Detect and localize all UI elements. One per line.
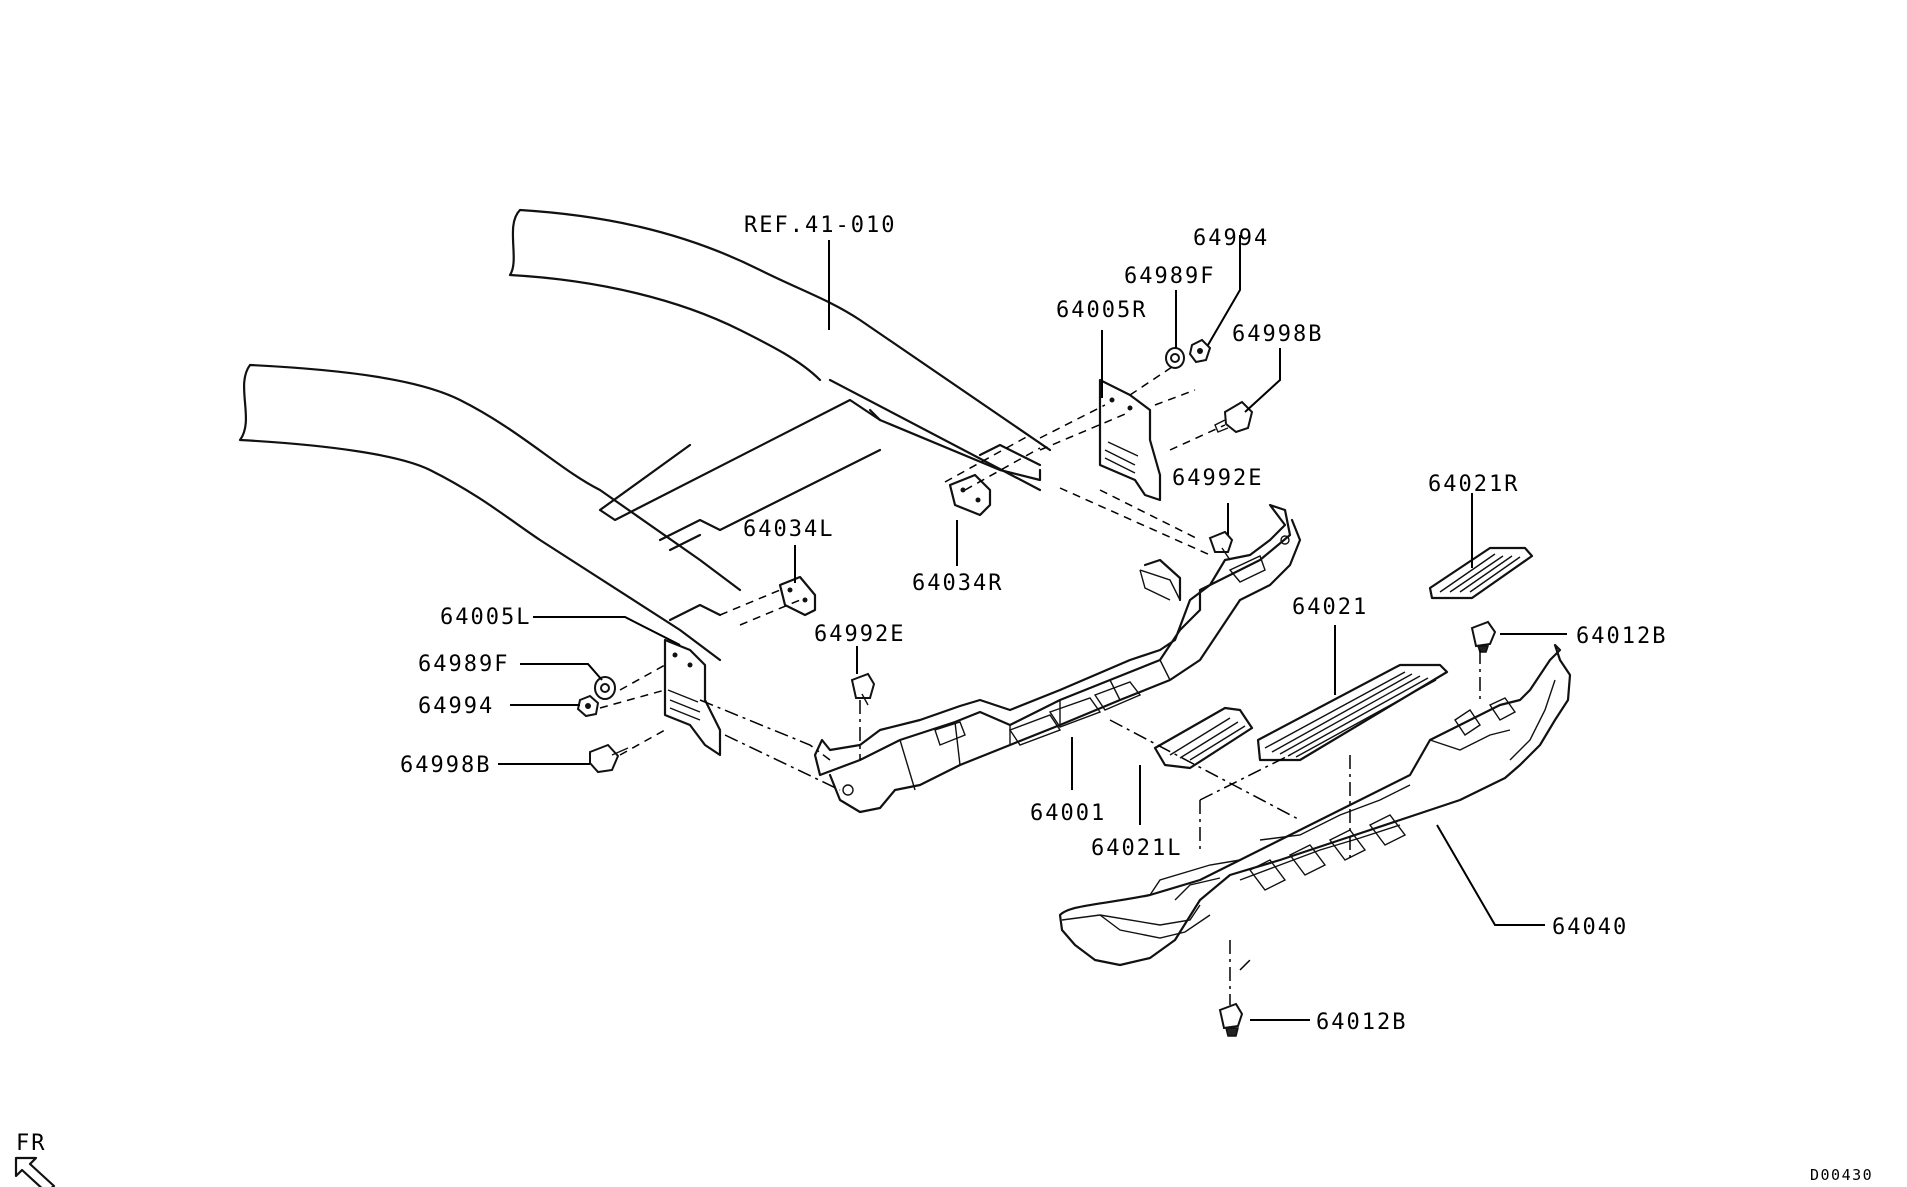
label-64021l: 64021L [1091, 836, 1182, 861]
clips-64012b [1218, 620, 1497, 1037]
step-pad-64021 [1256, 663, 1449, 762]
leader-lines [498, 235, 1567, 1021]
construction-lines [599, 364, 1481, 1005]
label-64012b-top: 64012B [1576, 624, 1667, 649]
label-64989f-left: 64989F [418, 652, 509, 677]
label-64998b-left: 64998B [400, 753, 491, 778]
fr-label: FR [16, 1131, 47, 1156]
label-64005l: 64005L [440, 605, 531, 630]
part-labels: REF.41-010 64994 64989F 64005R 64998B 64… [400, 213, 1667, 1035]
label-64992e-right: 64992E [1172, 466, 1263, 491]
label-64012b-bottom: 64012B [1316, 1010, 1407, 1035]
label-64021: 64021 [1292, 595, 1368, 620]
step-pad-64021l [1153, 706, 1254, 770]
fr-arrow-icon [14, 1156, 56, 1187]
step-pad-64021r [1428, 546, 1534, 600]
label-64992e-left: 64992E [814, 622, 905, 647]
front-direction-indicator: FR [14, 1131, 56, 1187]
step-frame-64001 [813, 503, 1302, 814]
label-64034r: 64034R [912, 571, 1003, 596]
label-64989f-right: 64989F [1124, 264, 1215, 289]
label-64994-right: 64994 [1193, 226, 1269, 251]
step-cover-64040 [1058, 643, 1572, 967]
label-64005r: 64005R [1056, 298, 1147, 323]
label-64998b-right: 64998B [1232, 322, 1323, 347]
vehicle-frame [238, 208, 1052, 662]
bracket-64005r [1098, 378, 1162, 502]
fasteners [576, 338, 1254, 774]
label-64040: 64040 [1552, 915, 1628, 940]
label-64994-left: 64994 [418, 694, 494, 719]
label-64001: 64001 [1030, 801, 1106, 826]
label-64034l: 64034L [743, 517, 834, 542]
label-64021r: 64021R [1428, 472, 1519, 497]
label-ref: REF.41-010 [744, 213, 896, 238]
bracket-64034l [778, 575, 817, 617]
diagram-code: D00430 [1810, 1166, 1873, 1184]
bracket-64005l [663, 638, 722, 757]
bracket-64034r [948, 473, 992, 517]
